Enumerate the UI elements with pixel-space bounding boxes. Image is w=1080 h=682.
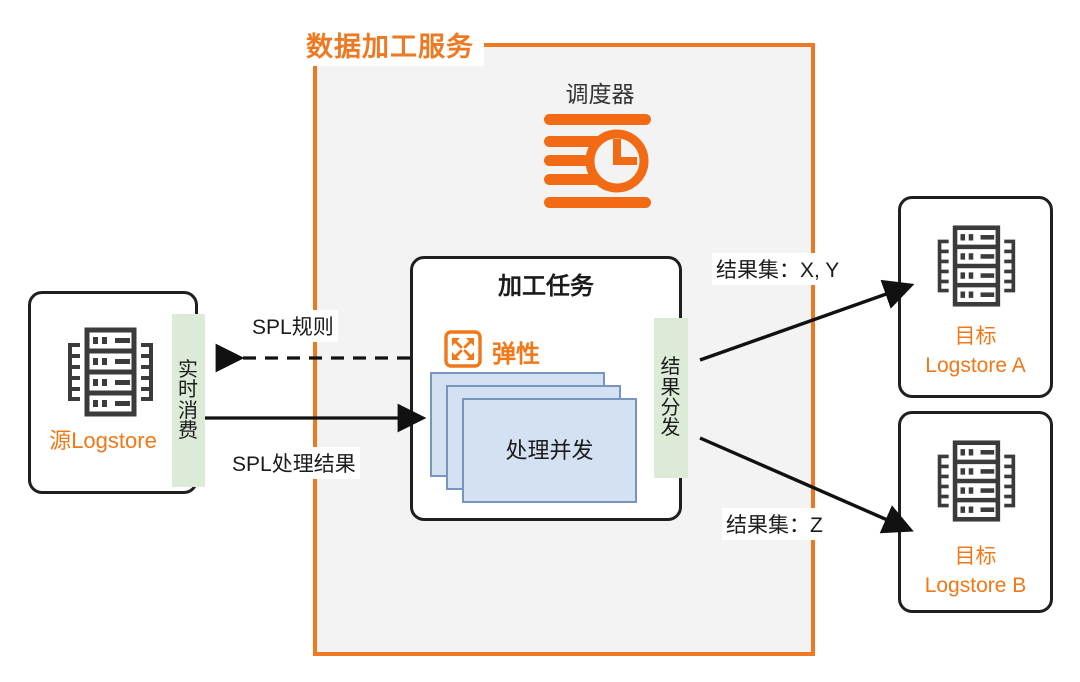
target-logstore-a-label: 目标 Logstore A	[898, 322, 1053, 380]
consume-char-2: 消	[178, 399, 199, 422]
dispatch-char-0: 结	[660, 356, 682, 379]
target-b-line1: 目标	[954, 545, 997, 568]
server-rack-icon	[932, 440, 1020, 522]
result-dispatch-strip: 结 果 分 发	[654, 318, 688, 478]
edge-label-spl-result: SPL处理结果	[228, 447, 360, 479]
scheduler-label: 调度器	[565, 81, 635, 107]
source-logstore-label: 源Logstore	[49, 428, 157, 453]
edge-label-result-xy: 结果集：X, Y	[712, 253, 844, 285]
consume-char-1: 时	[178, 379, 199, 402]
consume-char-3: 费	[178, 419, 199, 442]
scheduler-clock-icon	[540, 112, 655, 210]
server-rack-icon	[932, 225, 1020, 307]
dispatch-char-2: 分	[660, 397, 682, 419]
consume-char-0: 实	[178, 358, 199, 381]
edge-label-result-z: 结果集：Z	[722, 508, 827, 540]
expand-arrows-icon	[444, 330, 482, 368]
concurrency-label: 处理并发	[505, 438, 594, 463]
dispatch-char-1: 果	[660, 376, 682, 399]
target-a-line2: Logstore A	[925, 354, 1026, 377]
processing-task-title: 加工任务	[498, 273, 594, 300]
server-rack-icon	[62, 327, 158, 417]
target-a-line1: 目标	[954, 325, 997, 348]
realtime-consume-strip: 实 时 消 费	[172, 314, 205, 487]
target-b-line2: Logstore B	[924, 574, 1027, 597]
concurrency-card-front	[462, 398, 637, 503]
dispatch-char-3: 发	[660, 417, 682, 440]
target-logstore-b-label: 目标 Logstore B	[898, 542, 1053, 600]
service-title: 数据加工服务	[300, 30, 484, 66]
elastic-label: 弹性	[492, 341, 540, 368]
edge-label-spl-rule: SPL规则	[248, 310, 338, 342]
